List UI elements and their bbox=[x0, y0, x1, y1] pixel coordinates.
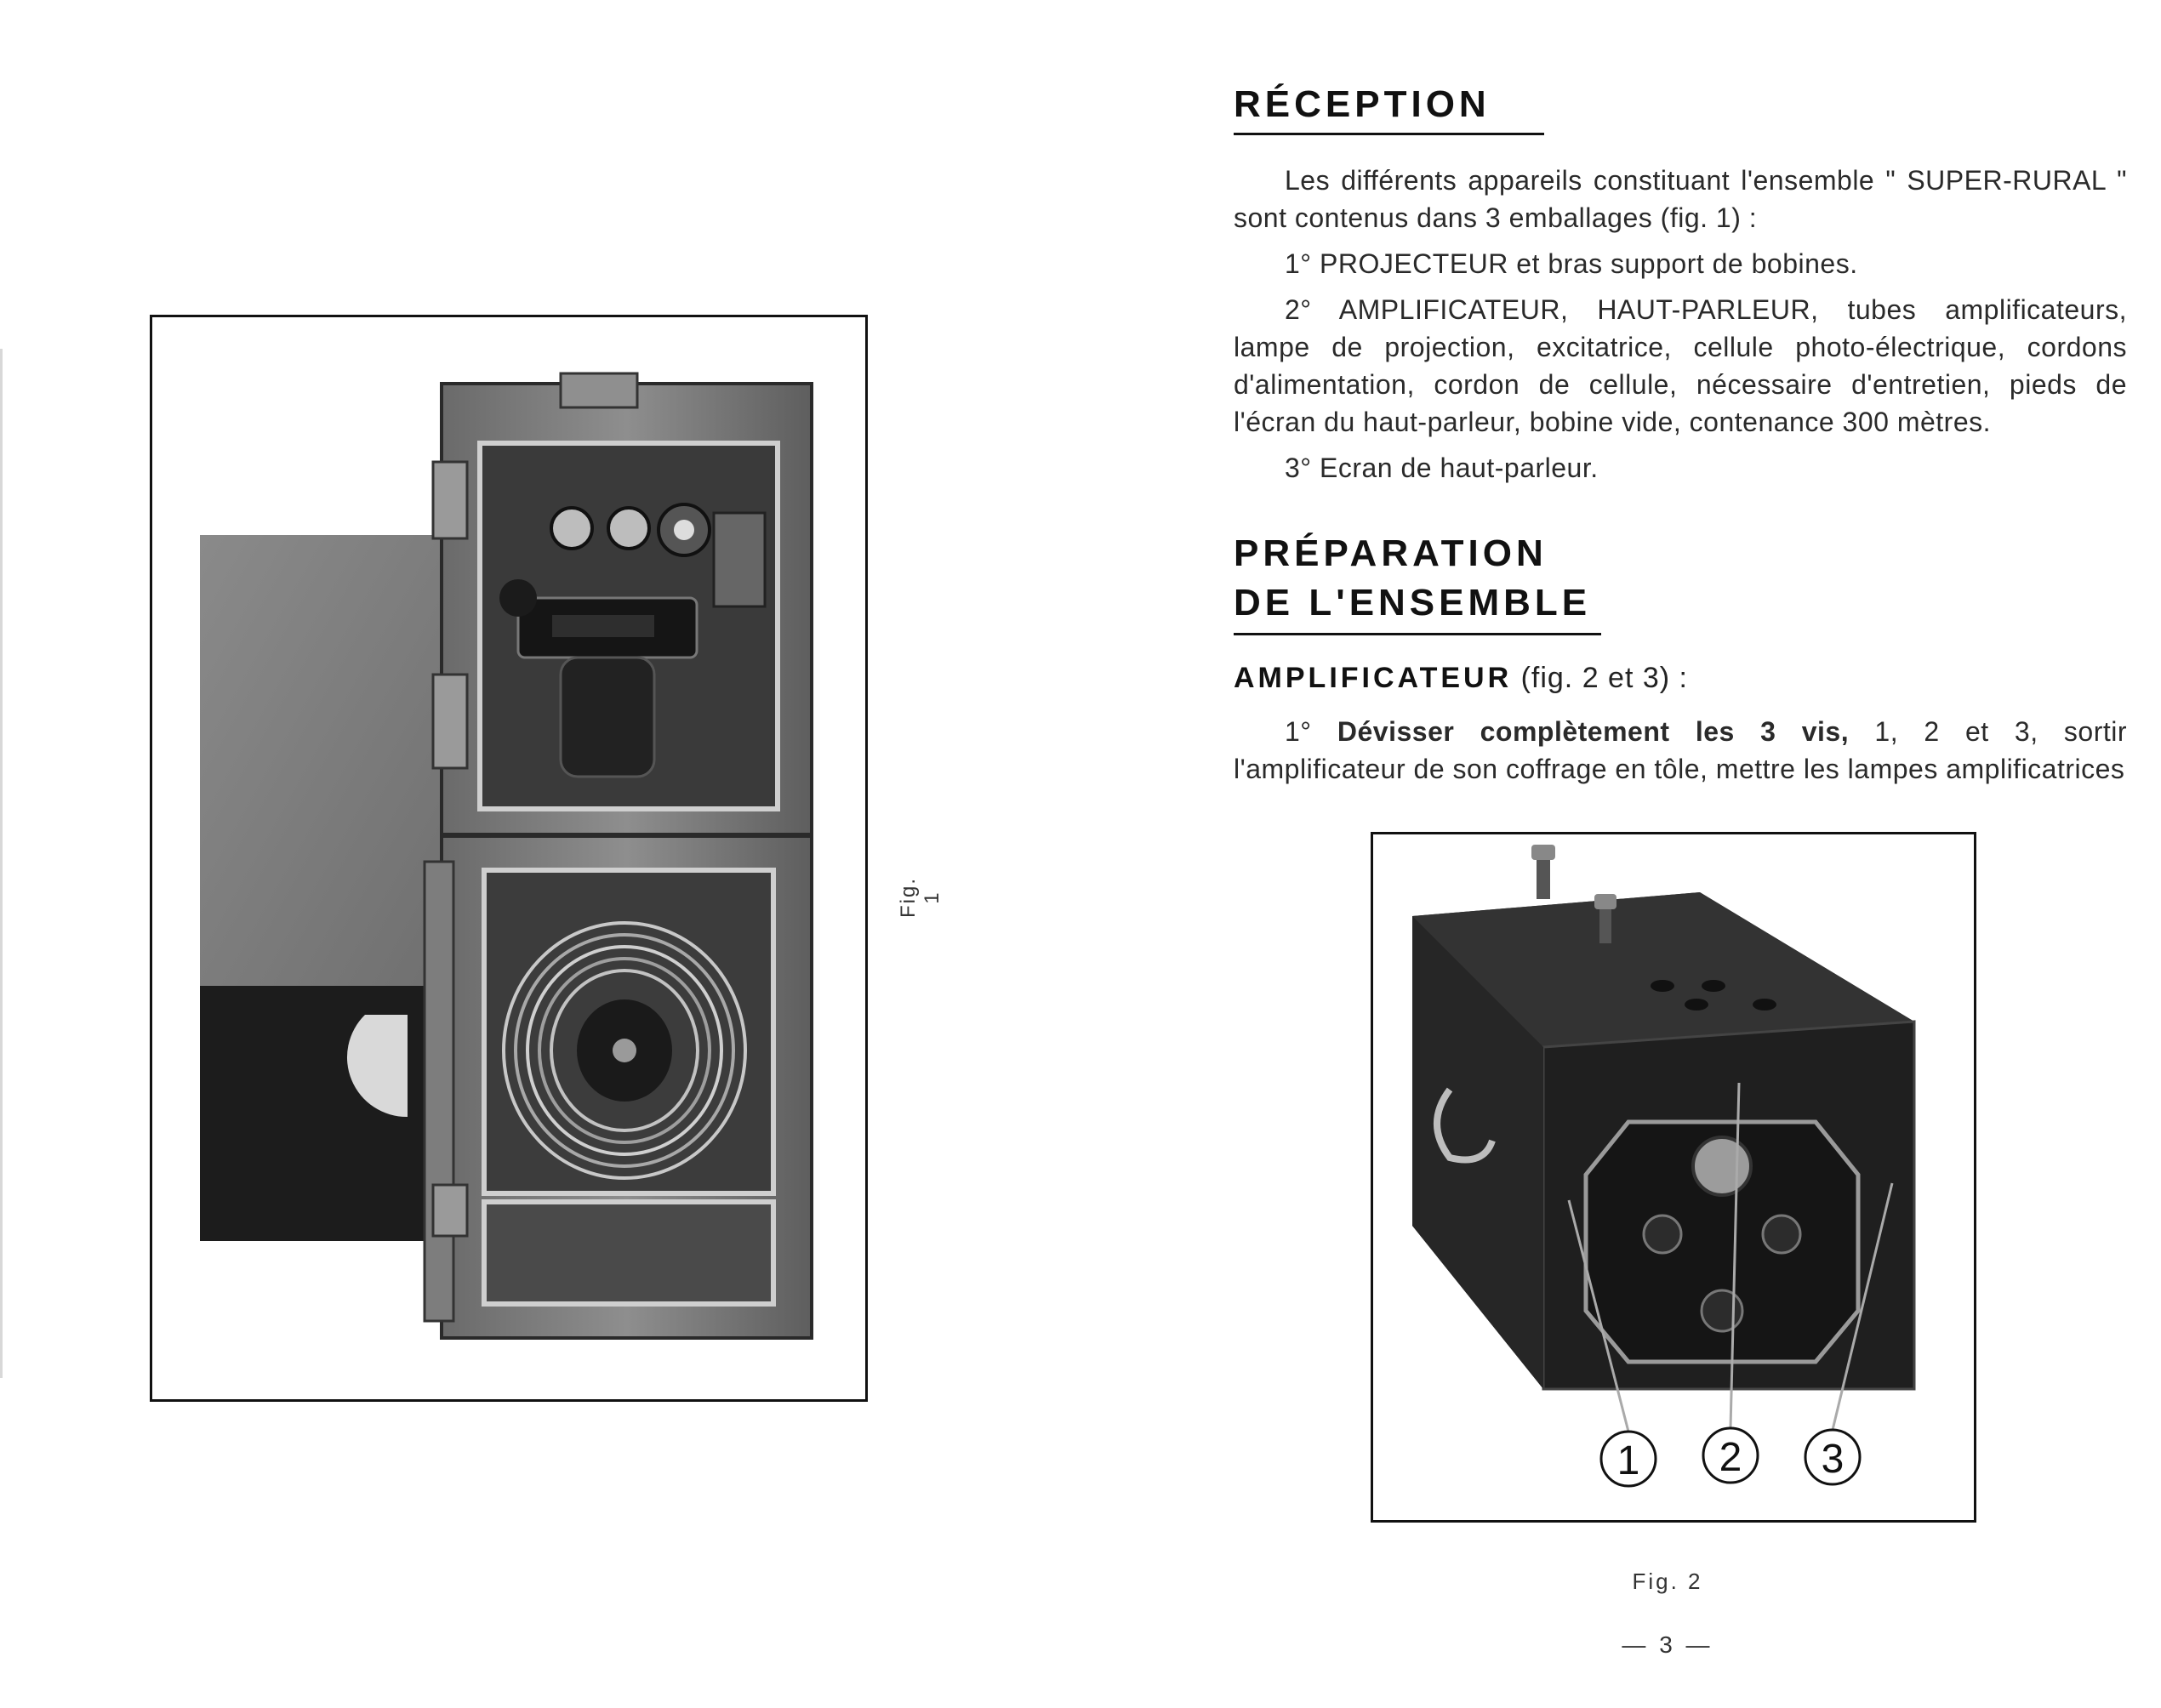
reception-text: Les différents appareils constituant l'e… bbox=[1234, 162, 2127, 495]
callout-circle-3 bbox=[1804, 1428, 1862, 1486]
amplificateur-title: AMPLIFICATEUR bbox=[1234, 662, 1513, 694]
callout-label-2: 2 bbox=[1719, 1435, 1742, 1480]
reception-item-3: 3° Ecran de haut-parleur. bbox=[1285, 453, 1599, 483]
reception-item-2: 2° AMPLIFICATEUR, HAUT-PARLEUR, tubes am… bbox=[1234, 294, 2127, 437]
heading-reception-rule bbox=[1234, 133, 1544, 135]
step-1-rest: 1, 2 et 3, sortir l'amplificateur de son… bbox=[1234, 716, 2128, 784]
heading-reception: RÉCEPTION bbox=[1234, 83, 1491, 125]
page-number: — 3 — bbox=[1622, 1631, 1713, 1658]
reception-item-1: 1° PROJECTEUR et bras support de bobines… bbox=[1285, 248, 1858, 279]
page-edge-line bbox=[0, 349, 3, 1378]
step-1-bold: Dévisser complètement les 3 vis, bbox=[1337, 716, 1850, 747]
heading-preparation-rule bbox=[1234, 633, 1601, 635]
callout-label-3: 3 bbox=[1822, 1437, 1845, 1482]
callout-circle-2 bbox=[1702, 1426, 1759, 1484]
figure-2-caption: Fig. 2 bbox=[1632, 1569, 1703, 1594]
step-1-number: 1° bbox=[1285, 716, 1312, 747]
figure-1-photo bbox=[200, 372, 813, 1340]
callout-circle-1 bbox=[1599, 1430, 1657, 1488]
heading-preparation-line-2: DE L'ENSEMBLE bbox=[1234, 582, 1592, 623]
callout-label-1: 1 bbox=[1617, 1438, 1640, 1483]
amplificateur-step-1: 1° Dévisser complètement les 3 vis, 1, 2… bbox=[1234, 713, 2127, 788]
figure-1-caption: Fig. 1 bbox=[897, 877, 944, 919]
subheading-amplificateur: AMPLIFICATEUR (fig. 2 et 3) : bbox=[1234, 662, 1688, 695]
figure-2-frame: 1 2 3 bbox=[1371, 832, 1976, 1523]
figure-2-illustration: 1 2 3 bbox=[1412, 845, 1916, 1488]
reception-paragraph-intro: Les différents appareils constituant l'e… bbox=[1234, 165, 2127, 233]
heading-preparation-line-1: PRÉPARATION bbox=[1234, 532, 1548, 574]
right-page: RÉCEPTION PRÉPARATION DE L'ENSEMBLE AMPL… bbox=[1080, 0, 2161, 1708]
left-page: Fig. 1 bbox=[0, 0, 1080, 1708]
amplificateur-text: 1° Dévisser complètement les 3 vis, 1, 2… bbox=[1234, 713, 2127, 796]
figure-1-frame bbox=[150, 315, 868, 1402]
amplificateur-ref: (fig. 2 et 3) : bbox=[1520, 662, 1688, 694]
